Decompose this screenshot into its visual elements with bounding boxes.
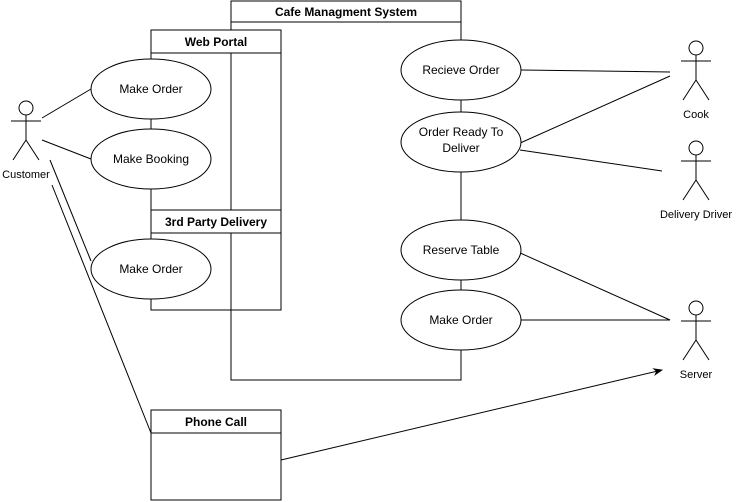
actor-cook[interactable]: Cook bbox=[681, 40, 711, 121]
usecase-sys-make-order[interactable]: Make Order bbox=[400, 289, 522, 351]
usecase-label: Reserve Table bbox=[423, 243, 500, 257]
actor-label: Server bbox=[680, 369, 713, 381]
assoc-customer-make-order bbox=[41, 88, 92, 119]
web-portal-box: Web Portal bbox=[150, 29, 282, 311]
assoc-customer-make-booking bbox=[41, 139, 92, 160]
usecase-wp-make-order[interactable]: Make Order bbox=[90, 58, 212, 120]
stick-figure-icon bbox=[681, 140, 711, 201]
usecase-reserve-table[interactable]: Reserve Table bbox=[400, 219, 522, 281]
actor-label: Delivery Driver bbox=[660, 209, 732, 221]
system-title: Cafe Managment System bbox=[275, 5, 417, 19]
assoc-customer-phone-call bbox=[51, 184, 152, 434]
actor-delivery-driver[interactable]: Delivery Driver bbox=[660, 140, 732, 221]
stick-figure-icon bbox=[681, 40, 711, 101]
assoc-reserve-server bbox=[517, 251, 671, 321]
phone-call-title: Phone Call bbox=[185, 415, 247, 429]
usecase-recieve-order[interactable]: Recieve Order bbox=[400, 39, 522, 101]
assoc-receive-order-cook bbox=[520, 69, 671, 73]
third-party-title: 3rd Party Delivery bbox=[165, 215, 267, 229]
usecase-label: Make Order bbox=[119, 82, 182, 96]
usecase-order-ready[interactable]: Order Ready To Deliver bbox=[400, 111, 522, 173]
assoc-ready-driver bbox=[519, 149, 663, 172]
assoc-customer-3p-order bbox=[49, 159, 92, 262]
assoc-ready-cook bbox=[517, 75, 671, 145]
usecase-label: Recieve Order bbox=[422, 63, 499, 77]
usecase-make-booking[interactable]: Make Booking bbox=[90, 128, 212, 190]
stick-figure-icon bbox=[11, 100, 41, 161]
actor-customer[interactable]: Customer bbox=[2, 100, 50, 181]
usecase-label: Make Booking bbox=[113, 152, 189, 166]
actor-label: Cook bbox=[683, 109, 709, 121]
web-portal-title: Web Portal bbox=[185, 35, 247, 49]
actor-label: Customer bbox=[2, 169, 50, 181]
usecase-label-line1: Order Ready To bbox=[419, 125, 504, 139]
third-party-delivery-box: 3rd Party Delivery bbox=[150, 209, 282, 234]
actor-server[interactable]: Server bbox=[680, 300, 713, 381]
stick-figure-icon bbox=[681, 300, 711, 361]
arrow-phone-call-server bbox=[280, 368, 663, 461]
usecase-label: Make Order bbox=[429, 313, 492, 327]
usecase-3p-make-order[interactable]: Make Order bbox=[90, 238, 212, 300]
phone-call-box: Phone Call bbox=[150, 409, 282, 501]
usecase-label-line2: Deliver bbox=[442, 141, 479, 155]
usecase-label: Make Order bbox=[119, 262, 182, 276]
